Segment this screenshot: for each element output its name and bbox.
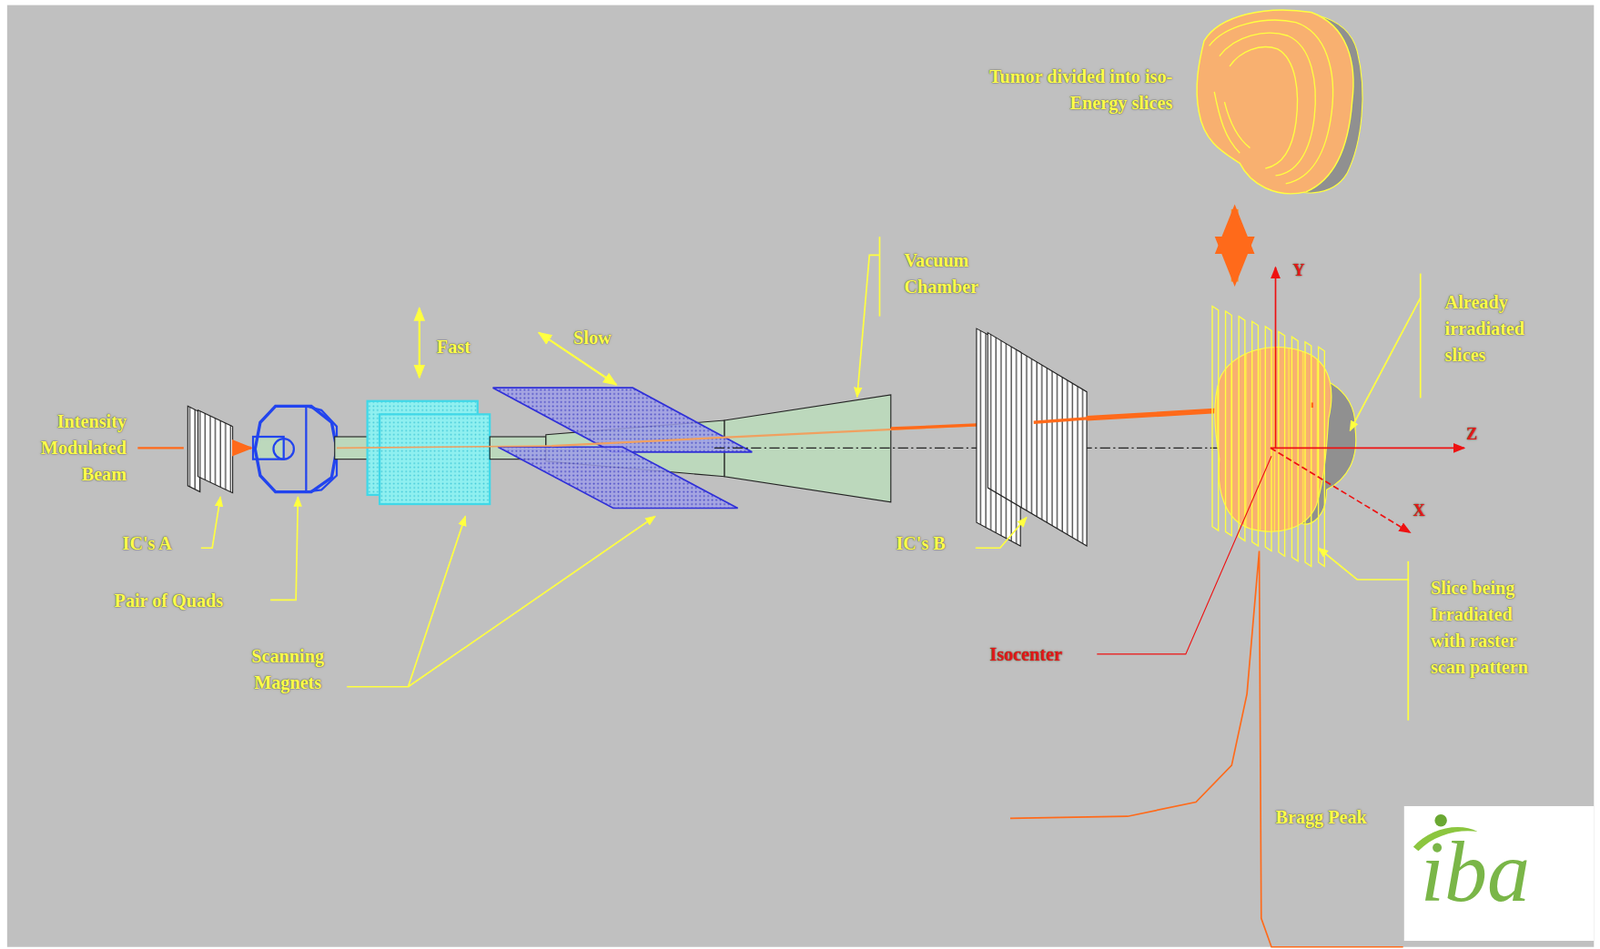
bragg-label: Bragg Peak — [1275, 804, 1403, 831]
tumor-label: Tumor divided into iso-Energy slices — [964, 63, 1174, 117]
axis-label: X — [1413, 497, 1438, 525]
chamber-label: IC's B — [895, 530, 978, 557]
quad-label: Pair of Quads — [114, 587, 278, 615]
scan-direction: Fast — [436, 334, 498, 361]
chamber-label: Vacuum Chamber — [903, 246, 1011, 300]
axis-label: Y — [1293, 257, 1318, 284]
axis-label: Z — [1466, 421, 1491, 448]
slice-label: Already irradiated slices — [1445, 288, 1552, 368]
magnet-label: Scanning Magnets — [234, 643, 342, 697]
slice-label: Slice being Irradiated with raster scan … — [1430, 574, 1548, 681]
chamber-label: IC's A — [122, 530, 205, 557]
scan-direction: Slow — [573, 324, 635, 352]
logo-text: iba — [1420, 816, 1590, 929]
isocenter-label: Isocenter — [990, 640, 1103, 668]
beam-label: Intensity Modulated Beam — [10, 408, 127, 488]
